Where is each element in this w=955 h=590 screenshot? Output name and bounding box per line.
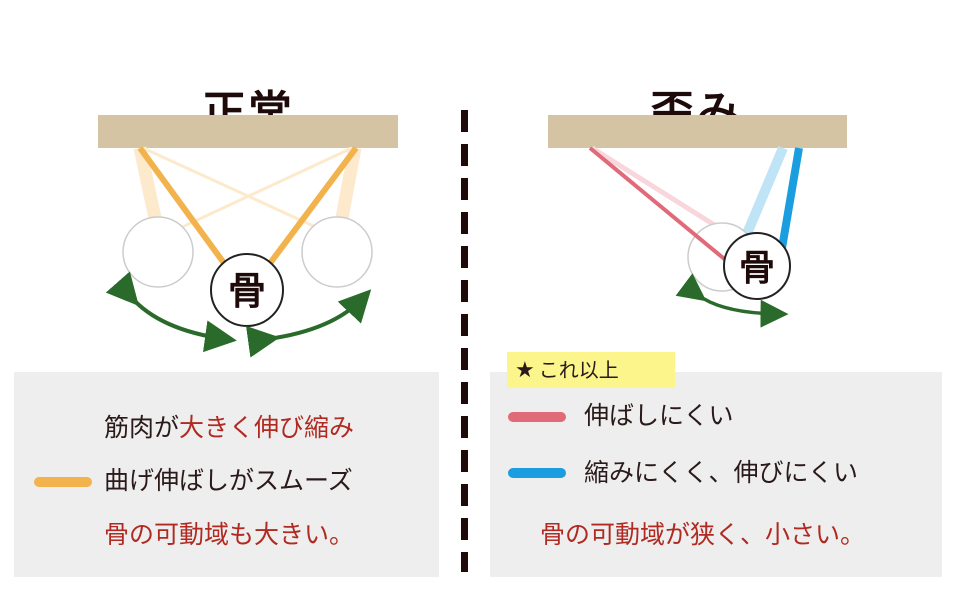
desc-line-1-b: 大きく伸び縮み <box>179 413 355 442</box>
muscle-active-right <box>262 146 359 272</box>
bone-ghost-left <box>122 216 194 288</box>
anchor-bar-right <box>548 115 847 148</box>
desc-line-1-a: 筋肉が <box>104 413 180 442</box>
muscle-active-left <box>137 146 232 272</box>
distorted-diagram: 骨 <box>548 115 847 328</box>
badge-label: これ以上 <box>538 358 619 382</box>
bone-label-right: 骨 <box>739 248 775 289</box>
range-arrow-left <box>105 271 237 353</box>
legend-swatch-red <box>508 412 566 422</box>
muscle-red <box>588 146 730 264</box>
legend-swatch-orange <box>34 477 92 487</box>
normal-diagram: 骨 <box>98 115 398 358</box>
bone-ghost-right <box>301 216 373 288</box>
legend-swatch-blue <box>508 468 566 478</box>
bone-label-left: 骨 <box>228 269 266 313</box>
muscle-blue <box>777 147 803 255</box>
anchor-bar-left <box>98 115 398 148</box>
range-arrow-right <box>245 289 372 358</box>
desc-line-1: 筋肉が大きく伸び縮み <box>104 413 354 443</box>
badge-beyond: ★これ以上 <box>507 352 675 388</box>
muscle-light-left-outer <box>133 146 162 220</box>
summary-right: 骨の可動域が狭く、小さい。 <box>540 520 866 549</box>
desc-line-2: 曲げ伸ばしがスムーズ <box>104 466 353 495</box>
dashed-divider <box>461 110 468 572</box>
range-arrow-small <box>675 273 789 328</box>
legend-red-label: 伸ばしにくい <box>584 401 734 430</box>
desc-line-3: 骨の可動域も大きい。 <box>104 520 355 549</box>
panel-normal <box>14 372 439 577</box>
muscle-blue-light <box>741 146 788 238</box>
star-icon: ★ <box>515 358 535 383</box>
muscle-red-light <box>590 145 737 241</box>
muscle-light-right-outer <box>335 146 362 220</box>
legend-blue-label: 縮みにくく、伸びにくい <box>584 458 859 487</box>
